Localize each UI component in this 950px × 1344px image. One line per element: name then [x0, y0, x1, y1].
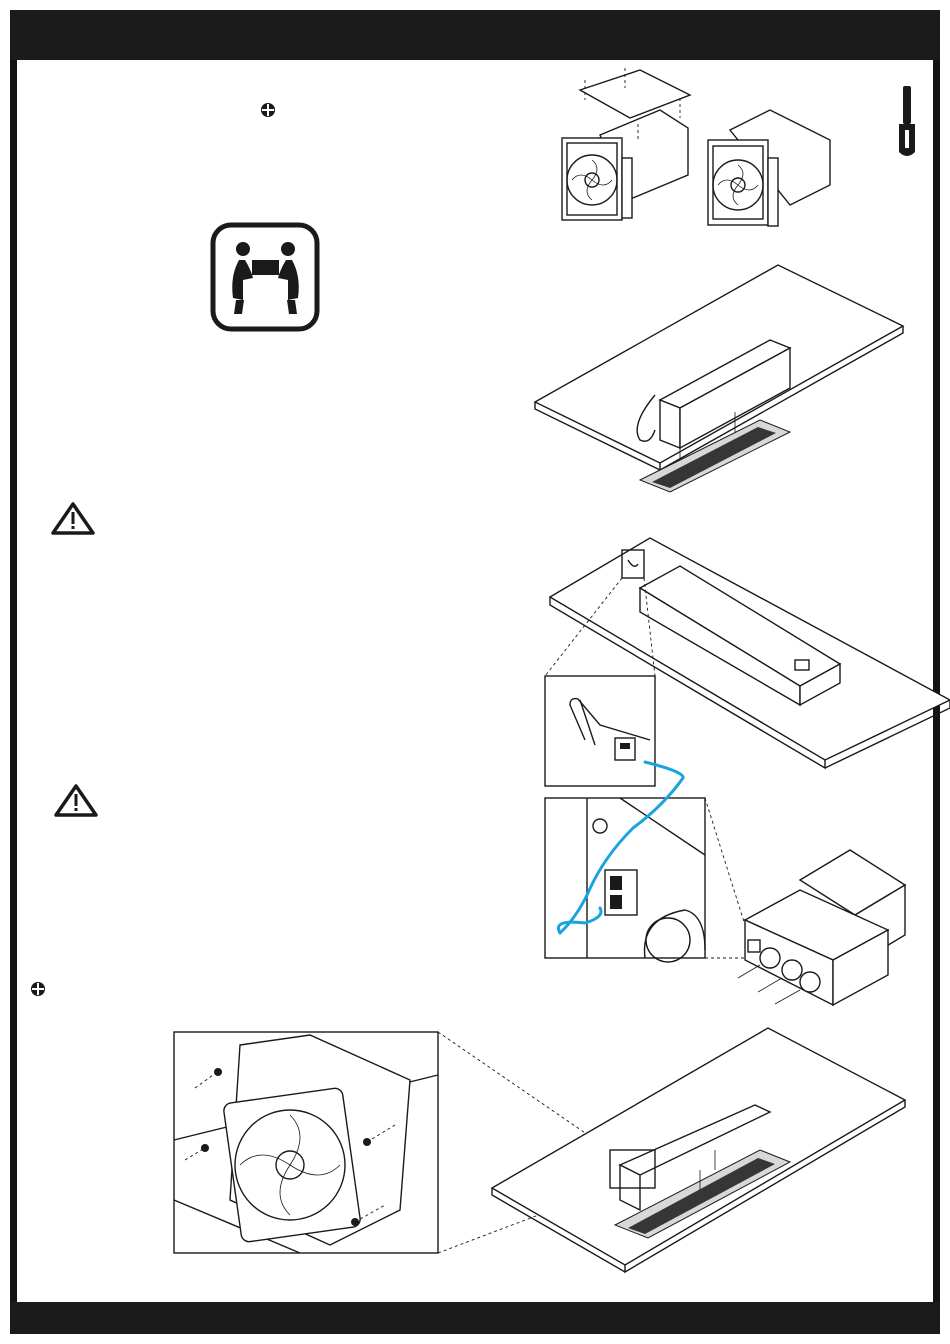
socket-detail: [545, 798, 745, 962]
screwdriver-icon: [899, 86, 915, 156]
unit-in-worktop-mounted: [492, 1028, 905, 1272]
crosshead-screw-icon: [31, 982, 45, 996]
fan-housing-lid-removal: [562, 68, 830, 226]
warning-triangle-icon: [53, 504, 93, 533]
crosshead-screw-icon: [261, 103, 275, 117]
motor-box-with-cable-glands: [738, 850, 905, 1005]
connector-detail: [545, 676, 655, 786]
unit-above-worktop-cutout: [535, 265, 903, 492]
warning-triangle-icon: [56, 786, 96, 815]
two-person-lift-icon: [213, 225, 317, 329]
fan-mounting-detail: [174, 1032, 610, 1253]
